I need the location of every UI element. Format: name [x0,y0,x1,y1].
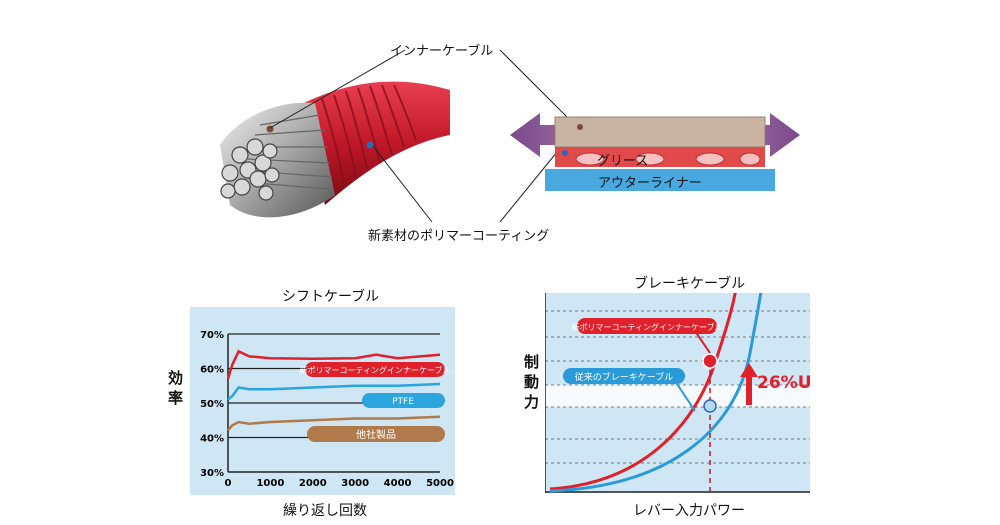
shift-chart-ylabel: 効率 [168,369,184,407]
legend-ptfe-text: PTFE [392,397,414,407]
brake-chart-xlabel: レバー入力パワー [633,503,745,519]
shift-chart-title: シフトケーブル [282,289,380,305]
shift-x-tick: 2000 [299,478,327,489]
coating-label: 新素材のポリマーコーティング [368,229,550,244]
brake-new-point [702,353,718,369]
grease-label: グリース [597,154,649,169]
brake-old-line [549,293,763,493]
brake-legend-new-text: 新ポリマーコーティングインナーケーブル [571,322,722,332]
shift-series-coated [226,349,441,380]
improvement-text: 26%UP [757,373,810,393]
shift-chart-xlabel: 繰り返し回数 [283,503,367,519]
legend-coated-text: 新ポリマーコーティングインナーケーブル [299,365,450,375]
brake-new-line [549,293,737,491]
inner-cable-label: インナーケーブル [390,44,494,59]
cross-section-diagram [510,113,800,191]
shift-y-tick: 70% [200,330,224,341]
shift-x-tick: 4000 [384,478,412,489]
shift-y-tick: 30% [200,468,224,479]
shift-x-tick: 1000 [256,478,284,489]
brake-legend-old-pill [563,368,685,384]
shift-y-tick: 50% [200,399,224,410]
outer-liner-label: アウターライナー [598,176,702,191]
shift-x-tick: 0 [225,478,232,489]
brake-legend-old-text: 従来のブレーキケーブル [575,371,673,383]
shift-x-tick: 3000 [341,478,369,489]
legend-coated-pill [305,362,445,377]
legend-other-pill [307,426,445,442]
shift-series-other [227,415,441,432]
shift-y-tick: 40% [200,434,224,445]
legend-other-text: 他社製品 [356,428,396,441]
legend-ptfe-pill [362,393,445,408]
brake-chart-title: ブレーキケーブル [634,276,746,292]
brake-chart: 新ポリマーコーティングインナーケーブル 従来のブレーキケーブル 26%UP [545,293,810,493]
shift-y-tick: 60% [200,365,224,376]
shift-series-ptfe [227,382,441,401]
brake-chart-ylabel: 制動力 [524,353,540,411]
brake-legend-new-pill [577,318,717,334]
shift-x-tick: 5000 [426,478,454,489]
shift-chart: 70% 60% 50% 40% 30%0 1000 2000 3000 4000 5000 新ポリ… [190,307,455,495]
brake-old-point [703,399,717,413]
callout-lines [269,49,579,223]
coating-marker [366,141,374,149]
cable-illustration [220,81,450,218]
up-arrow-icon [740,363,758,405]
